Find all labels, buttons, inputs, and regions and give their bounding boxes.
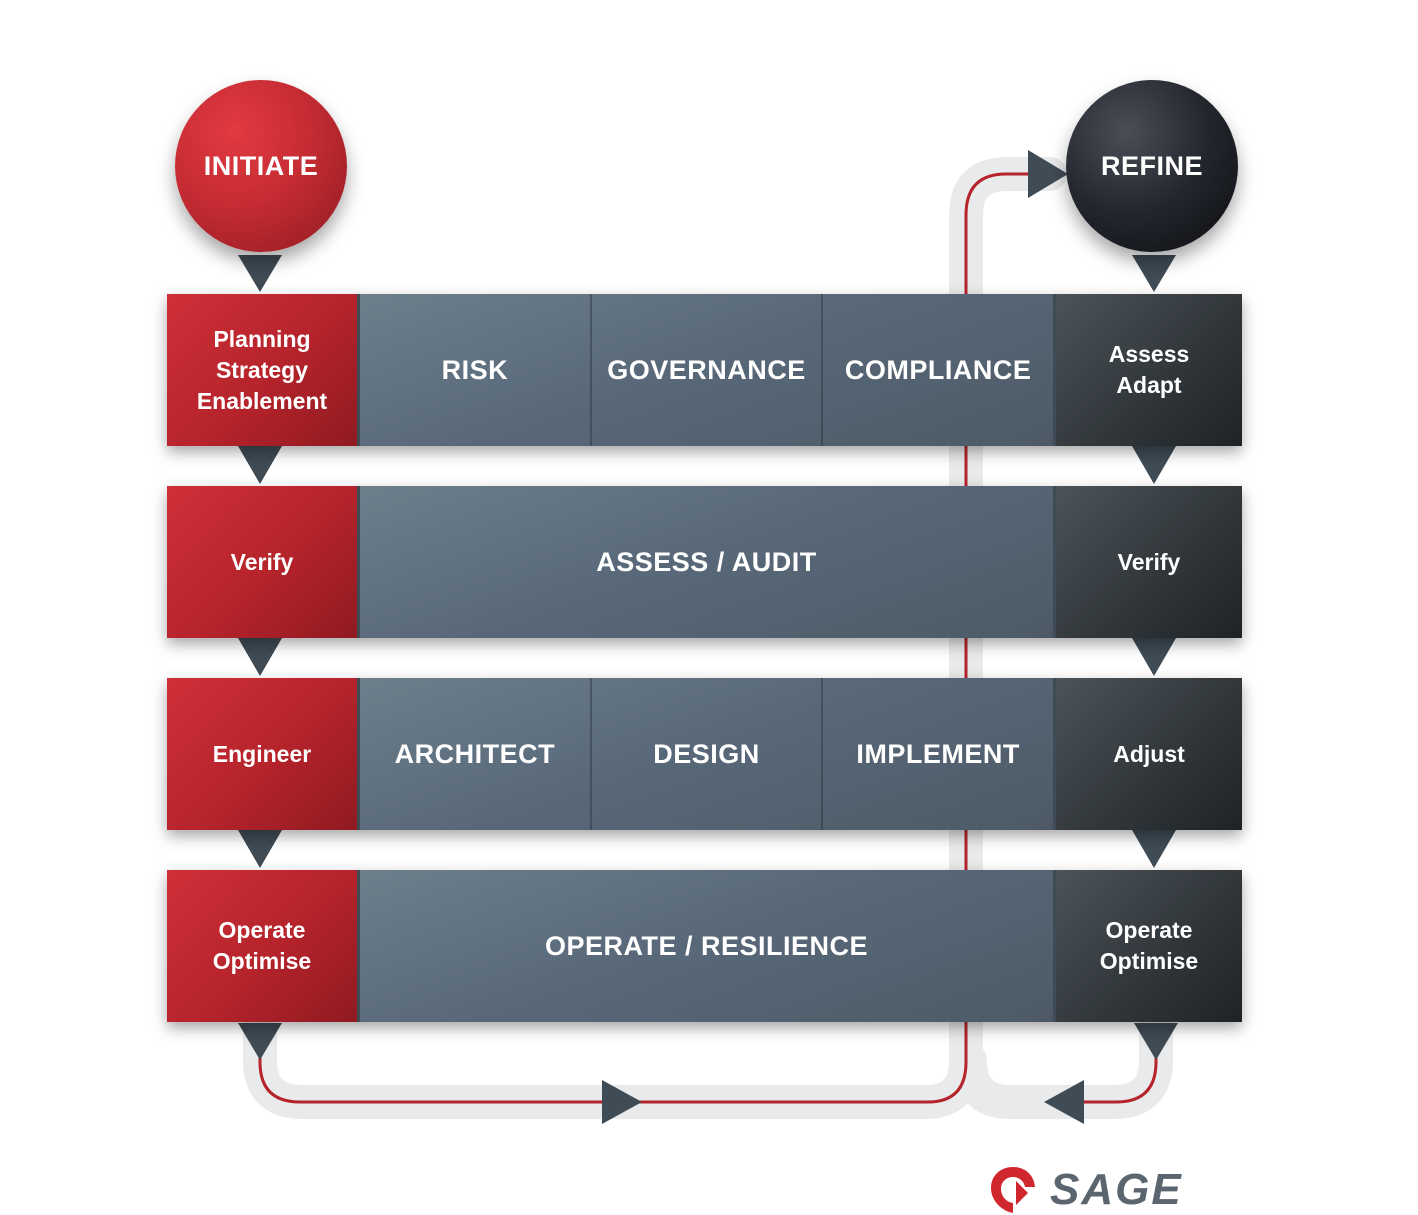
phase-risk: RISK	[360, 294, 592, 446]
step-label: Adjust	[1113, 740, 1185, 767]
step-label: Optimise	[212, 948, 312, 974]
phase-implement: IMPLEMENT	[856, 738, 1020, 769]
arrow-down-icon	[238, 1023, 282, 1060]
sage-logo: SAGE	[988, 1165, 1228, 1215]
step-label: Engineer	[212, 740, 312, 767]
refine-step: Adjust	[1056, 678, 1242, 830]
step-label: Planning	[213, 325, 311, 352]
phase-design: DESIGN	[592, 678, 824, 830]
step-label: Strategy	[215, 356, 309, 383]
arrow-down-icon	[238, 255, 282, 292]
initiate-label: INITIATE	[203, 150, 319, 181]
arrow-down-icon	[1132, 638, 1176, 676]
arrow-right-icon	[602, 1080, 642, 1124]
step-label: Verify	[1117, 548, 1181, 575]
step-label: Operate	[218, 917, 306, 943]
arrow-down-icon	[1132, 446, 1176, 484]
initiate-step: Operate Optimise	[167, 870, 357, 1022]
phase-band: RISK GOVERNANCE COMPLIANCE	[357, 294, 1056, 446]
step-label: Operate	[1105, 917, 1193, 943]
step-label: Adapt	[1116, 372, 1182, 398]
phase-band: OPERATE / RESILIENCE	[357, 870, 1056, 1022]
logo-wordmark: SAGE	[1050, 1165, 1183, 1214]
phase-band: ARCHITECT DESIGN IMPLEMENT	[357, 678, 1056, 830]
refine-label: REFINE	[1100, 150, 1203, 181]
phase-band: ASSESS / AUDIT	[357, 486, 1056, 638]
phase-architect: ARCHITECT	[360, 678, 592, 830]
step-label: Verify	[230, 548, 294, 575]
initiate-step: Planning Strategy Enablement	[167, 294, 357, 446]
initiate-step: Engineer	[167, 678, 357, 830]
arrow-left-icon	[1044, 1080, 1084, 1124]
arrow-down-icon	[1134, 1023, 1178, 1060]
refine-step: Assess Adapt	[1056, 294, 1242, 446]
arrow-down-icon	[238, 638, 282, 676]
row-operate: Operate Optimise OPERATE / RESILIENCE Op…	[167, 870, 1242, 1022]
step-label: Enablement	[196, 387, 328, 414]
arrow-right-icon	[1028, 150, 1068, 198]
arrow-down-icon	[1132, 830, 1176, 868]
phase-operate-resilience: OPERATE / RESILIENCE	[544, 930, 869, 961]
row-strategy: Planning Strategy Enablement RISK GOVERN…	[167, 294, 1242, 446]
initiate-step: Verify	[167, 486, 357, 638]
step-label: Assess	[1108, 341, 1190, 367]
refine-step: Operate Optimise	[1056, 870, 1242, 1022]
row-verify: Verify ASSESS / AUDIT Verify	[167, 486, 1242, 638]
phase-compliance: COMPLIANCE	[844, 354, 1032, 385]
phase-assess-audit: ASSESS / AUDIT	[596, 546, 817, 577]
arrow-down-icon	[1132, 255, 1176, 292]
refine-circle: REFINE	[1066, 80, 1238, 252]
phase-governance: GOVERNANCE	[592, 294, 824, 446]
initiate-circle: INITIATE	[175, 80, 347, 252]
sage-logo-icon	[991, 1167, 1035, 1213]
arrow-down-icon	[238, 830, 282, 868]
arrow-down-icon	[238, 446, 282, 484]
refine-step: Verify	[1056, 486, 1242, 638]
row-engineer: Engineer ARCHITECT DESIGN IMPLEMENT Adju…	[167, 678, 1242, 830]
step-label: Optimise	[1099, 948, 1199, 974]
